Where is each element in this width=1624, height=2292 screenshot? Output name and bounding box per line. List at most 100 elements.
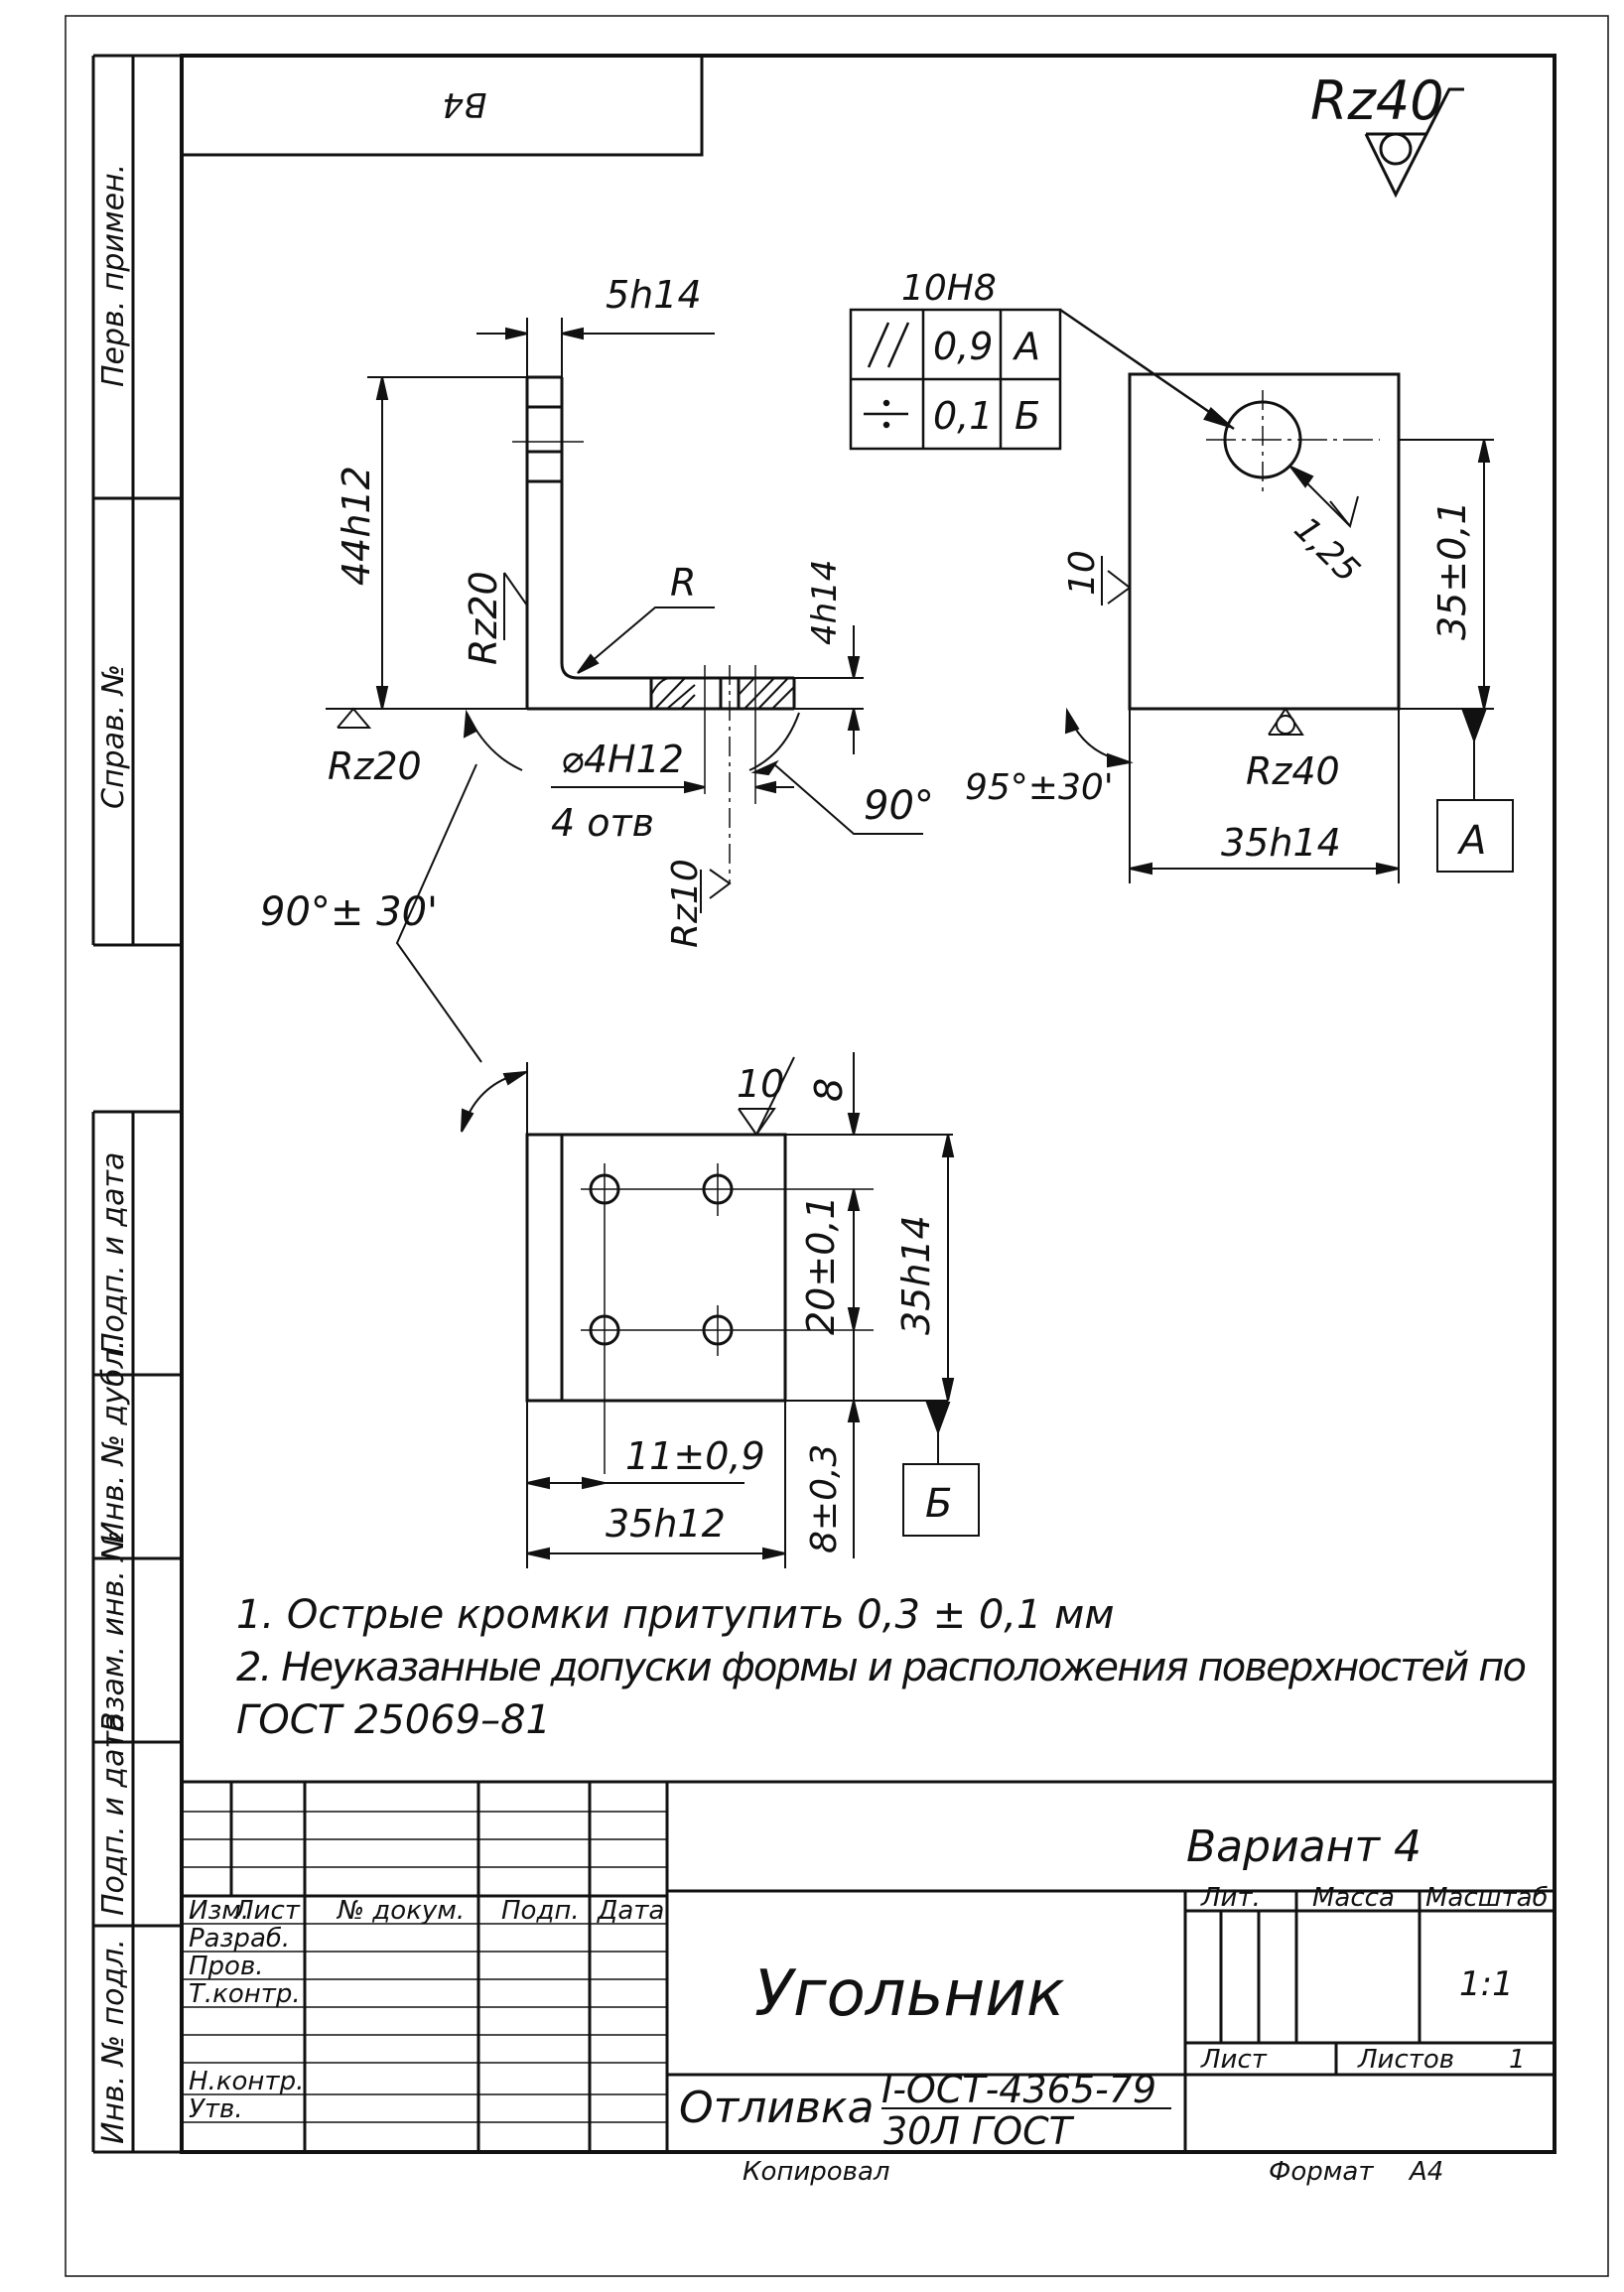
rough-10-top-label: 10: [737, 1062, 784, 1106]
rz20-vertical-label: Rz20: [462, 571, 505, 665]
rough-125-label: 1,25: [1286, 509, 1368, 591]
side-label-podp1: Подп. и дата: [96, 1152, 131, 1355]
left-side-table: [91, 54, 182, 2154]
tol-row2-base: Б: [1015, 394, 1040, 438]
datum-a-label: A: [1456, 818, 1486, 864]
row-prov: Пров.: [189, 1952, 264, 1981]
dim-8-top-label: 8: [807, 1078, 851, 1102]
side-label-podp2: Подп. и дата: [96, 1713, 131, 1916]
row-razrab: Разраб.: [189, 1924, 290, 1954]
side-label-sprav: Справ. №: [96, 664, 131, 809]
angle-plan-arc: [461, 1062, 528, 1135]
radius-label: R: [670, 561, 696, 605]
dim-11-09: [526, 1401, 744, 1568]
tolerance-frame: [849, 308, 1235, 451]
label-sheet: Лист: [1200, 2045, 1268, 2075]
rz20-vertical-symbol: [503, 561, 528, 640]
side-label-vzam: Взам. инв. №: [96, 1530, 131, 1732]
dim-5h14-label: 5h14: [606, 273, 702, 317]
side-angle-arcs: [463, 709, 923, 835]
rough-10-left-symbol: [1101, 556, 1132, 606]
datum-b-label: Б: [925, 1481, 952, 1527]
dim-20-01-label: 20±0,1: [799, 1195, 843, 1335]
dim-8-03-label: 8±0,3: [804, 1444, 845, 1553]
front-view: [1128, 372, 1401, 711]
dim-35h12: [526, 1401, 786, 1568]
col-massa: Масса: [1312, 1883, 1395, 1913]
note-2: 2. Неуказанные допуски формы и расположе…: [236, 1645, 1527, 1690]
rough-10-top-symbol: [738, 1056, 795, 1137]
material-line2: 30Л ГОСТ: [883, 2109, 1075, 2153]
footer-format-label: Формат: [1269, 2157, 1374, 2187]
note-3: ГОСТ 25069–81: [236, 1697, 551, 1743]
part-name: Угольник: [754, 1957, 1065, 2031]
rz20-horizontal-label: Rz20: [328, 744, 422, 788]
holes-count-label: 4 отв: [551, 801, 654, 845]
dim-35h14-bottom: [1129, 709, 1400, 883]
tol-row2-value: 0,1: [933, 394, 993, 438]
scale-value: 1:1: [1459, 1964, 1514, 2004]
dim-35h14-vertical: [941, 1134, 955, 1402]
hole-dim-label: ⌀4H12: [561, 738, 684, 781]
dim-35h14-vertical-label: 35h14: [894, 1215, 938, 1335]
side-label-perv: Перв. примен.: [96, 164, 131, 387]
col-izm: Изм.: [189, 1896, 249, 1926]
sheets-count: 1: [1509, 2045, 1526, 2075]
dim-35-01-label: 35±0,1: [1430, 500, 1474, 640]
angle-95-arc: [1064, 707, 1134, 768]
rz20-horizontal-symbol: [326, 707, 527, 729]
rough-10-left-label: 10: [1062, 550, 1103, 596]
dim-8-top: [785, 1052, 953, 1400]
rough-125-symbol: [1289, 466, 1359, 529]
material-prefix: Отливка: [679, 2083, 874, 2133]
tol-row1-value: 0,9: [933, 325, 993, 368]
label-sheets: Листов: [1357, 2045, 1454, 2075]
dim-hole: [551, 780, 794, 794]
dim-8-03: [847, 1400, 861, 1558]
dim-35h14-label: 35h14: [1221, 821, 1341, 865]
angle-95-label: 95°±30': [965, 767, 1114, 808]
footer-copied: Копировал: [743, 2157, 890, 2187]
row-tkontr: Т.контр.: [189, 1979, 301, 2009]
dim-11-09-label: 11±0,9: [625, 1434, 765, 1478]
note-1: 1. Острые кромки притупить 0,3 ± 0,1 мм: [236, 1592, 1115, 1638]
angle-90-30-leader: [395, 763, 482, 1063]
dim-35h12-label: 35h12: [606, 1502, 726, 1546]
dim-20-01: [847, 1307, 861, 1331]
dim-44h12-label: 44h12: [335, 466, 378, 586]
angle-90-label: 90°: [864, 783, 934, 829]
general-roughness-label: Rz40: [1310, 69, 1444, 132]
top-stamp-label: B4: [443, 84, 487, 124]
col-doc: № докум.: [336, 1896, 465, 1926]
outer-border: [65, 15, 1609, 2277]
col-list: Лист: [233, 1896, 301, 1926]
rz10-symbol: [700, 869, 732, 913]
material-line1: I-ОСТ-4365-79: [881, 2068, 1156, 2111]
inner-frame: [180, 54, 1556, 2154]
rz10-label: Rz10: [665, 859, 706, 948]
side-view: [512, 375, 796, 883]
col-masshtab: Масштаб: [1425, 1883, 1549, 1913]
plan-view: [525, 1133, 787, 1403]
dim-5h14: [476, 318, 715, 377]
title-block-thin-rows: [182, 1811, 667, 2123]
datum-b-symbol: [785, 1400, 980, 1537]
title-block: [182, 1780, 1555, 2152]
dim-4h14: [794, 625, 864, 754]
general-roughness: [1364, 87, 1464, 199]
radius-leader: [577, 607, 715, 674]
col-data: Дата: [597, 1896, 664, 1926]
rz40-bottom-label: Rz40: [1246, 749, 1340, 793]
plan-center-lines: [581, 1163, 874, 1474]
side-label-inv: Инв. № подл.: [96, 1939, 131, 2144]
row-utv: Утв.: [189, 2094, 243, 2124]
col-lit: Лит.: [1200, 1883, 1261, 1913]
top-stamp-box: [180, 54, 704, 157]
datum-a-symbol: [1399, 708, 1514, 873]
col-podp: Подп.: [501, 1896, 580, 1926]
side-label-dubl: Инв. № дубл.: [96, 1340, 131, 1544]
angle-90-30-label: 90°± 30': [260, 889, 438, 935]
row-nkontr: Н.контр.: [189, 2067, 304, 2096]
dim-4h14-label: 4h14: [805, 560, 845, 645]
